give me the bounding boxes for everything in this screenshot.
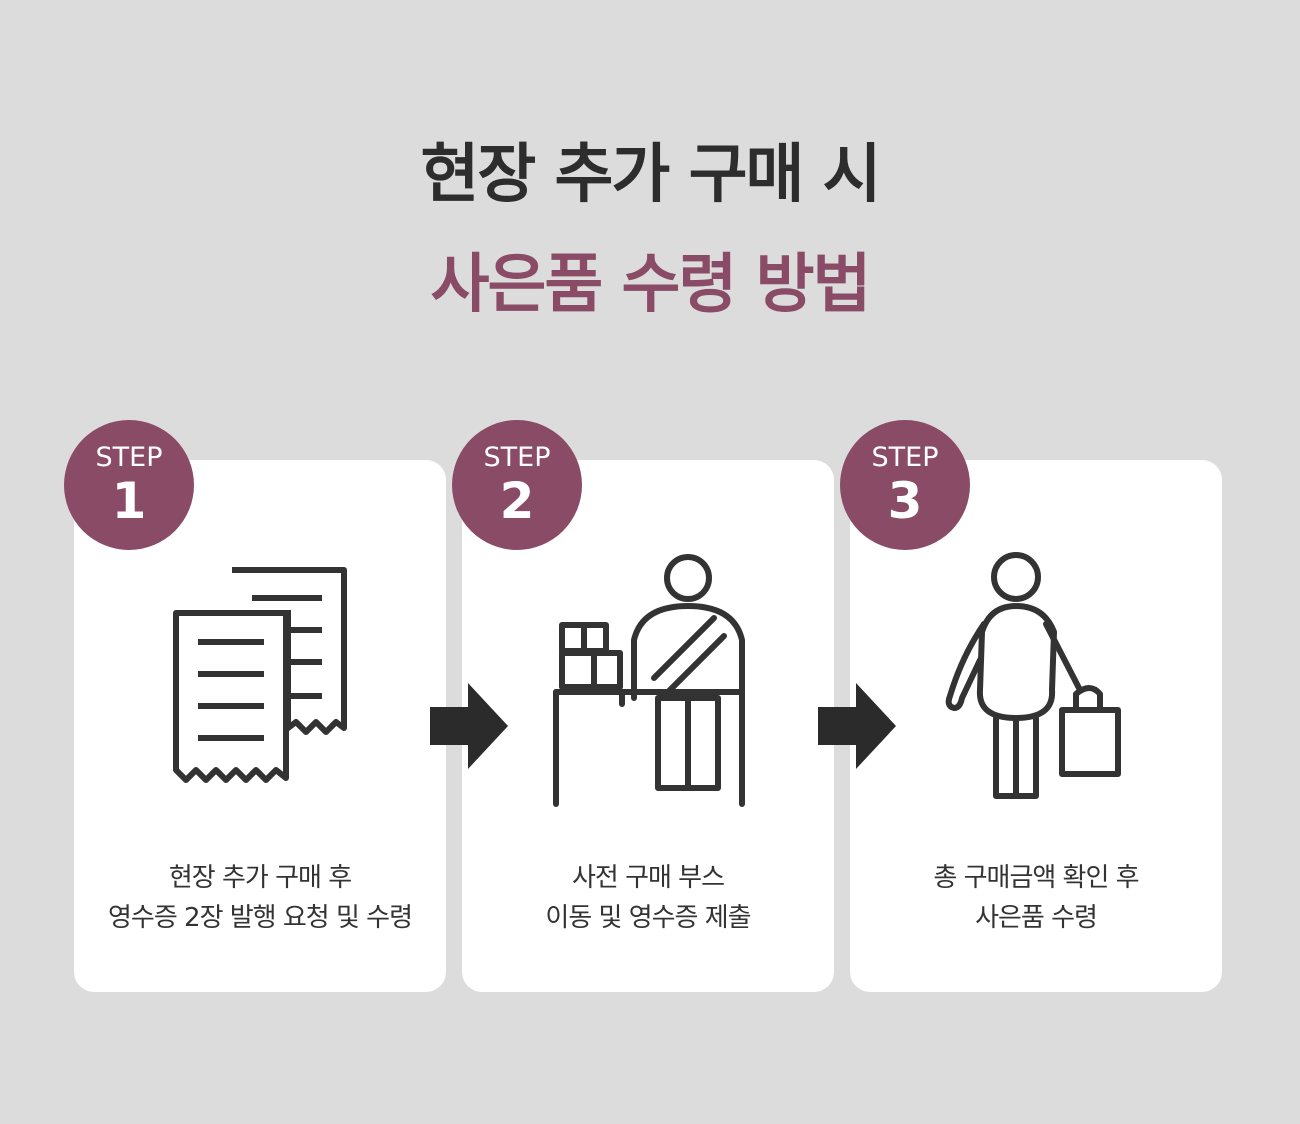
step-description: 총 구매금액 확인 후 사은품 수령 [850,858,1222,938]
shopper-with-bag-icon [945,552,1121,799]
step-badge-1: STEP 1 [64,420,194,550]
step-label: STEP [871,442,939,473]
step-card-1: 현장 추가 구매 후 영수증 2장 발행 요청 및 수령 [74,460,446,992]
step-badge-3: STEP 3 [840,420,970,550]
booth-staff-icon [553,554,745,807]
step-label: STEP [95,442,163,473]
receipts-icon [173,567,347,783]
step-number: 1 [111,472,147,530]
step-number: 2 [499,472,535,530]
step-description-line: 사은품 수령 [975,903,1098,933]
step-number: 3 [887,472,923,530]
step-badge-2: STEP 2 [452,420,582,550]
step-description-line: 사전 구매 부스 [571,863,725,893]
step-description-line: 영수증 2장 발행 요청 및 수령 [108,903,413,933]
step-description: 사전 구매 부스 이동 및 영수증 제출 [462,858,834,938]
step-description-line: 현장 추가 구매 후 [168,863,352,893]
right-arrow-icon [430,683,508,769]
step-description-line: 총 구매금액 확인 후 [933,863,1139,893]
right-arrow-icon [818,683,896,769]
page-title: 현장 추가 구매 시 [420,138,881,212]
step-description: 현장 추가 구매 후 영수증 2장 발행 요청 및 수령 [74,858,446,938]
step-description-line: 이동 및 영수증 제출 [545,903,751,933]
page-subtitle: 사은품 수령 방법 [430,248,872,322]
step-label: STEP [483,442,551,473]
